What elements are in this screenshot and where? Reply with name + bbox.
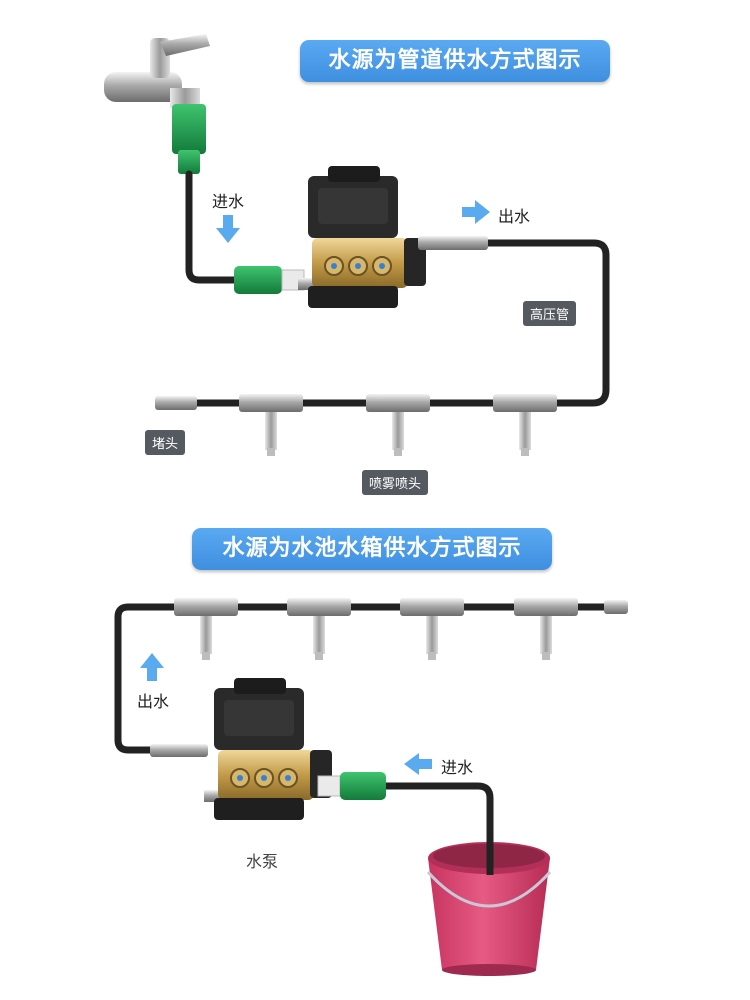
pump-label: 水泵 [246,852,279,871]
pump-connector-1 [234,266,305,294]
inlet-label-1: 进水 [212,192,245,211]
outlet-label-2: 出水 [137,692,170,711]
arrow-left-icon [404,753,432,775]
high-pressure-hose-2 [114,603,612,754]
nozzle-2-2 [287,598,351,660]
nozzle-1-2 [366,394,430,456]
diagram-2-title: 水源为水池水箱供水方式图示 [192,528,552,570]
pump-1 [297,165,427,309]
arrow-right-icon [462,200,490,224]
hose-tag: 高压管 [523,301,577,326]
pump-connector-2 [317,772,386,800]
outlet-label-1: 出水 [498,207,531,226]
pump-outlet-fitting [418,236,488,250]
nozzle-2-4 [514,598,578,660]
pump-2 [203,677,333,821]
high-pressure-hose-1 [196,239,610,407]
nozzle-1-1 [239,394,303,456]
end-cap-tag: 堵头 [145,430,186,455]
arrow-down-icon [216,215,240,243]
end-cap-2 [604,600,628,614]
nozzle-2-3 [400,598,464,660]
inlet-label-2: 进水 [441,758,474,777]
nozzle-2-1 [174,598,238,660]
inlet-hose-1 [185,170,240,284]
diagram-1-title: 水源为管道供水方式图示 [300,40,610,82]
faucet [104,34,210,108]
nozzle-1-3 [493,394,557,456]
pump-outlet-fitting-2 [150,744,208,757]
inlet-hose-2 [386,782,494,875]
faucet-connector [172,104,206,174]
arrow-up-icon [140,653,164,681]
end-cap-1 [155,396,197,410]
nozzle-tag: 喷雾喷头 [362,470,429,495]
